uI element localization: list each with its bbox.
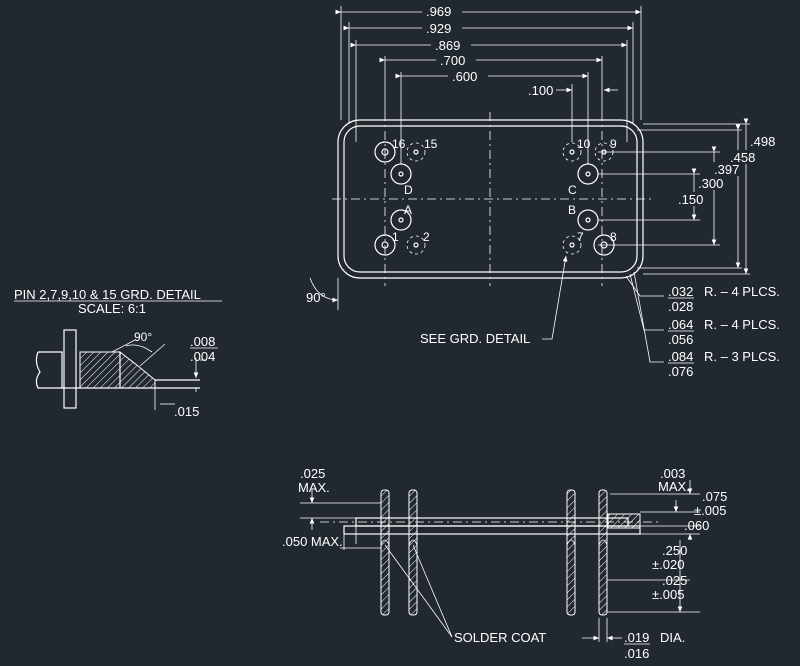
radius-3-upper: .084 [668,349,693,364]
radius-3-text: R. – 3 PLCS. [704,349,780,364]
side-pins [380,489,608,616]
detail-base-left [35,351,63,389]
pin-2-label: 2 [423,230,430,244]
side-dim-050-max: .050 MAX. [282,534,343,549]
pin-7-dot [569,242,575,248]
dim-150: .150 [678,192,703,207]
side-dim-019: .019 [624,630,649,645]
dim-600: .600 [452,69,477,84]
pin-10-dot [569,149,575,155]
angle-90-label: 90° [306,290,326,305]
dim-300: .300 [698,176,723,191]
pin-1-label: 1 [392,230,399,244]
detail-title: PIN 2,7,9,10 & 15 GRD. DETAIL [14,287,201,302]
side-dim-003-max: MAX. [658,479,690,494]
pin-d-dot [398,171,404,177]
pin-9-label: 9 [610,137,617,151]
pin-c-pad [577,163,599,185]
side-dim-003: .003 [660,466,685,481]
dim-929: .929 [426,21,451,36]
pin-15-grd [406,142,426,162]
pin-d-pad [390,163,412,185]
pin-10-grd [562,142,582,162]
pin-a-dot [398,217,404,223]
side-dim-075-tol: ±.005 [694,503,726,518]
pin-2-dot [413,242,419,248]
side-dim-250: .250 [662,543,687,558]
pin-1-hole [381,241,389,249]
dim-700: .700 [440,53,465,68]
detail-pin [63,329,77,409]
dim-498: .498 [750,134,775,149]
detail-dim-015: .015 [174,404,199,419]
see-grd-detail-label: SEE GRD. DETAIL [420,331,530,346]
pin-b-label: B [568,203,576,217]
side-pin-1 [380,489,390,616]
dim-969: .969 [426,4,451,19]
side-dim-025-max: MAX. [298,480,330,495]
detail-dim-004: .004 [190,349,215,364]
grd-detail: PIN 2,7,9,10 & 15 GRD. DETAIL SCALE: 6:1… [14,287,222,419]
detail-scale: SCALE: 6:1 [78,301,146,316]
pin-16-pad [374,141,396,163]
radius-3-lower: .076 [668,364,693,379]
dim-869: .869 [435,38,460,53]
dim-397: .397 [714,162,739,177]
side-dim-025b: .025 [662,573,687,588]
side-solder-right [607,513,641,529]
pin-1-pad [374,234,396,256]
pin-c-label: C [568,183,577,197]
top-view: 16 15 10 9 D C A B 1 2 7 8 .969 .92 [306,4,778,363]
pin-2-grd [406,235,426,255]
radius-1-text: R. – 4 PLCS. [704,284,780,299]
pin-8-label: 8 [610,230,617,244]
radius-2-text: R. – 4 PLCS. [704,317,780,332]
radius-notes: .032 .028 R. – 4 PLCS. .064 .056 R. – 4 … [668,284,780,379]
side-dim-025b-tol: ±.005 [652,587,684,602]
pin-7-grd [562,235,582,255]
side-pin-4 [598,489,608,616]
radius-1-lower: .028 [668,299,693,314]
pin-a-pad [390,209,412,231]
pin-15-label: 15 [424,137,438,151]
radius-2-lower: .056 [668,332,693,347]
side-dim-060: .060 [684,518,709,533]
pin-a-label: A [404,203,412,217]
side-dim-016: .016 [624,646,649,661]
pin-10-label: 10 [577,137,591,151]
solder-coat-label: SOLDER COAT [454,630,546,645]
pin-c-dot [585,171,591,177]
side-pin-3 [566,489,576,616]
detail-glass-seal [79,351,121,389]
side-dim-dia: DIA. [660,630,685,645]
pin-16-hole [381,148,389,156]
pin-16-label: 16 [392,137,406,151]
side-view: .025 MAX. .050 MAX. .003 MAX. .075 ±.005… [282,466,727,661]
pin-d-label: D [404,183,413,197]
side-dim-250-tol: ±.020 [652,557,684,572]
side-dim-075: .075 [702,489,727,504]
dim-100: .100 [528,83,553,98]
side-dim-025: .025 [300,466,325,481]
pin-b-pad [577,209,599,231]
dim-458: .458 [730,150,755,165]
pin-b-dot [585,217,591,223]
detail-angle-label: 90° [134,330,152,344]
pin-15-dot [413,149,419,155]
side-pin-2 [408,489,418,616]
radius-1-upper: .032 [668,284,693,299]
detail-dim-008: .008 [190,334,215,349]
radius-2-upper: .064 [668,317,693,332]
pin-7-label: 7 [577,230,584,244]
